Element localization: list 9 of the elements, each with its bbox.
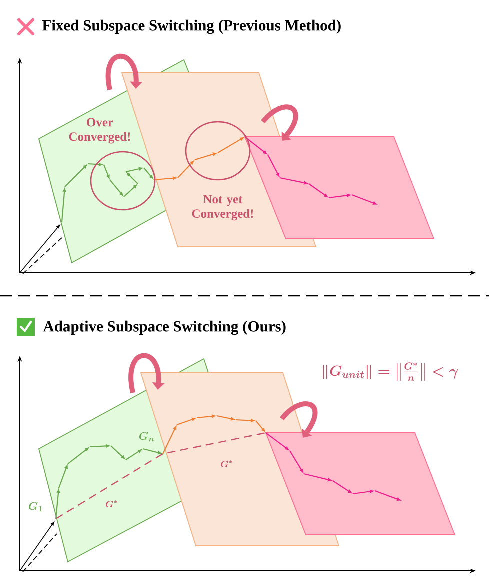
math-label: $G^{*}$	[106, 500, 118, 508]
math-label: $G_n$	[139, 432, 154, 442]
math-label: $G^{*}$	[221, 460, 232, 468]
heading: Adaptive Subspace Switching (Ours)	[43, 320, 286, 336]
annotation: Not yet Converged!	[192, 195, 254, 221]
math-label: $G_1$	[29, 502, 42, 512]
heading: Fixed Subspace Switching (Previous Method)	[42, 20, 341, 34]
math-label: $\Vert G_{unit}\Vert = \left\Vert\frac{G^{*}}{n}\right\Vert < \gamma$	[323, 362, 458, 382]
annotation: Over Converged!	[69, 118, 130, 144]
